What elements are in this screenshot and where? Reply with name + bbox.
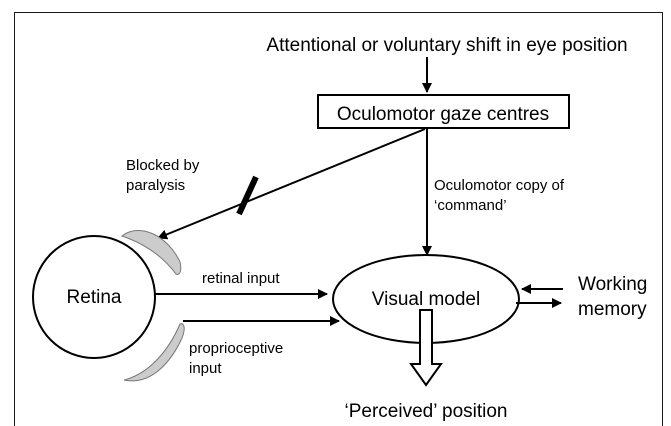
top-label: Attentional or voluntary shift in eye po…	[266, 35, 627, 56]
gaze-centres-box	[317, 94, 570, 129]
working-memory-label-line1: Working	[578, 274, 647, 295]
upper-eye-muscle	[120, 230, 182, 275]
copy-label-line2: ‘command’	[434, 197, 507, 214]
gaze-centres-label: Oculomotor gaze centres	[337, 104, 549, 125]
blocked-label-line2: paralysis	[126, 177, 185, 194]
retina-label: Retina	[67, 287, 122, 308]
perceived-position-label: ‘Perceived’ position	[345, 401, 508, 422]
proprioceptive-label-line2: input	[189, 360, 222, 377]
perceived-output-arrow	[409, 309, 443, 387]
visual-model-label: Visual model	[372, 289, 480, 310]
copy-label-line1: Oculomotor copy of	[434, 177, 565, 194]
arrow-gaze-to-eye-muscle	[157, 128, 426, 240]
blocked-label-line1: Blocked by	[126, 157, 200, 174]
retinal-input-label: retinal input	[202, 270, 280, 287]
retina-circle	[32, 235, 156, 359]
working-memory-label-line2: memory	[578, 299, 647, 320]
paralysis-block-bar	[236, 175, 259, 216]
lower-eye-muscle	[123, 323, 185, 382]
proprioceptive-label-line1: proprioceptive	[189, 340, 283, 357]
figure-frame	[14, 12, 663, 426]
